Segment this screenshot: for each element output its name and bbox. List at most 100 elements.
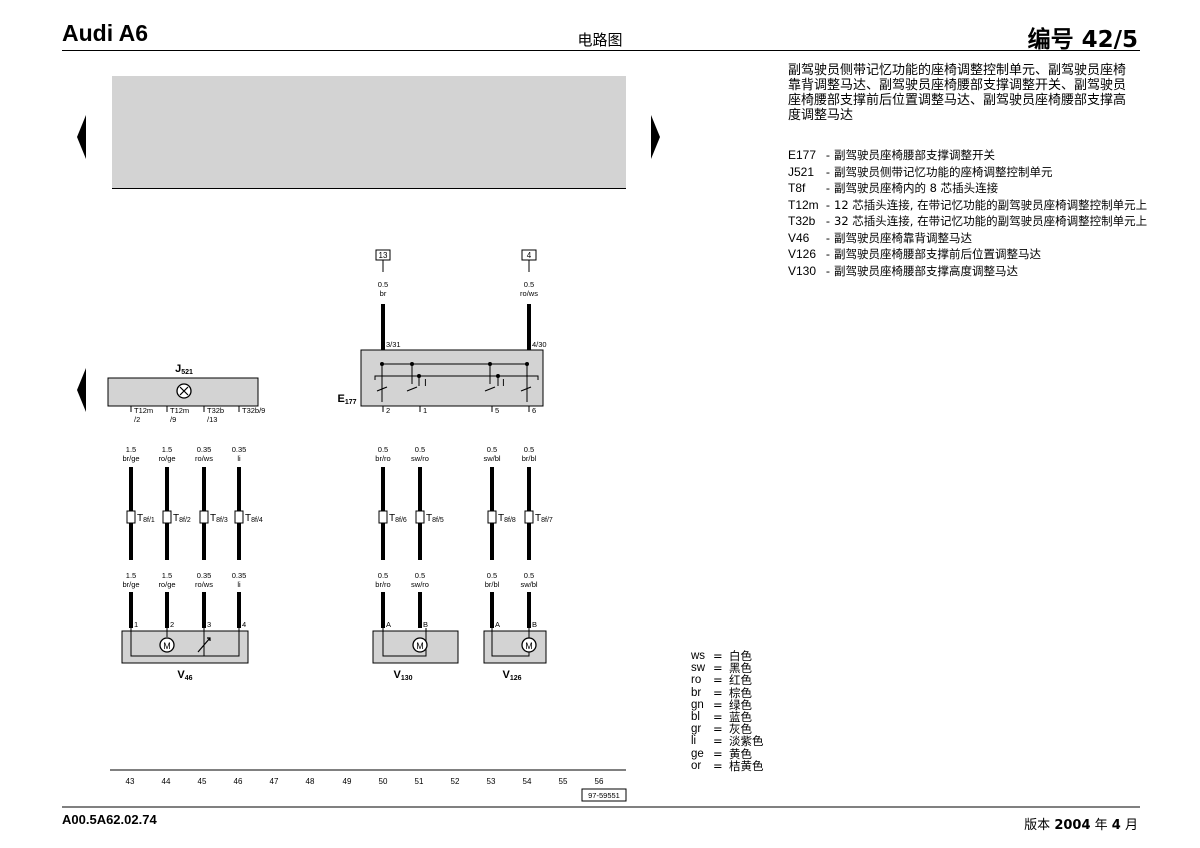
grid-number: 44: [162, 777, 171, 786]
wire-color-label: br/ro: [375, 454, 390, 463]
grid-number: 51: [415, 777, 424, 786]
fuse-ref-13-label: 13: [379, 251, 388, 260]
color-key-item: li=淡紫色: [691, 734, 764, 749]
motor-pin-label: A: [495, 620, 500, 629]
grid-number: 49: [343, 777, 352, 786]
grid-number: 50: [379, 777, 388, 786]
v126-label: V126: [502, 669, 521, 682]
wire-size-label: 0.5: [487, 445, 497, 454]
legend-item: V130-副驾驶员座椅腰部支撑高度调整马达: [788, 263, 1018, 278]
grid-number: 48: [306, 777, 315, 786]
wire-color-label: br/ge: [122, 454, 139, 463]
wire-size-label: 1.5: [162, 445, 172, 454]
legend-item: T12m-12 芯插头连接, 在带记忆功能的副驾驶员座椅调整控制单元上: [788, 197, 1148, 212]
pin-label: 6: [532, 406, 536, 415]
continuation-arrow-icon[interactable]: [77, 368, 86, 412]
grid-number: 54: [523, 777, 532, 786]
color-key-item: ws=白色: [691, 649, 752, 663]
wire-color-label: sw/ro: [411, 580, 429, 589]
brand-title: Audi A6: [62, 20, 149, 46]
diagram-description: 副驾驶员侧带记忆功能的座椅调整控制单元、副驾驶员座椅靠背调整马达、副驾驶员座椅腰…: [788, 63, 1127, 123]
wire-size-label: 0.5: [415, 571, 425, 580]
e177-switch: E177 I I: [337, 349, 544, 407]
grid-number: 47: [270, 777, 279, 786]
grid-number: 46: [234, 777, 243, 786]
v46-label: V46: [177, 669, 192, 682]
wire-size-label: 1.5: [126, 445, 136, 454]
color-key-item: or=桔黄色: [691, 758, 764, 773]
motor-pin-label: B: [423, 620, 428, 629]
pin-label: T12m: [134, 406, 153, 415]
motor-symbol: M: [525, 641, 533, 651]
wire-size-label: 0.5: [378, 571, 388, 580]
j521-unit: J521: [107, 363, 259, 407]
connector-label: T8f/1: [137, 513, 155, 524]
wire-color-label: sw/bl: [520, 580, 537, 589]
wire-color-label: li: [237, 580, 241, 589]
wire-size-label: 0.35: [197, 571, 212, 580]
connector-label: T8f/6: [389, 513, 407, 524]
figure-number: 97-59551: [588, 791, 620, 800]
fuse-ref-4-label: 4: [527, 251, 532, 260]
grid-number: 45: [198, 777, 207, 786]
color-key-item: ge=黄色: [691, 746, 752, 761]
motor-pin-label: 4: [242, 620, 246, 629]
pin-label: T32b/9: [242, 406, 265, 415]
motor-pin-label: 2: [170, 620, 174, 629]
wire-size-label: 1.5: [162, 571, 172, 580]
v46-motor: M V46: [121, 628, 249, 682]
legend-item: J521-副驾驶员侧带记忆功能的座椅调整控制单元: [788, 164, 1053, 179]
legend-item: V126-副驾驶员座椅腰部支撑前后位置调整马达: [788, 247, 1041, 261]
motor-symbol: M: [163, 641, 171, 651]
connector-label: T8f/5: [426, 513, 444, 524]
placeholder-panel: [112, 76, 626, 188]
wire-size-label: 1.5: [126, 571, 136, 580]
pin-label: 2: [386, 406, 390, 415]
wire-color-label: br/bl: [485, 580, 500, 589]
wire-color-label: ro/ge: [158, 454, 175, 463]
page-next-arrow-icon[interactable]: [651, 115, 660, 159]
color-key-item: gn=绿色: [691, 697, 752, 712]
v130-motor: M V130: [372, 628, 459, 682]
connector-label: T8f/7: [535, 513, 553, 524]
wire-size-label: 0.5: [524, 571, 534, 580]
legend-item: T32b-32 芯插头连接, 在带记忆功能的副驾驶员座椅调整控制单元上: [788, 214, 1148, 228]
e177-label: E177: [337, 393, 356, 406]
wire-color-label: ro/ws: [195, 580, 213, 589]
motor-pin-label: A: [386, 620, 391, 629]
wire-size-label: 0.5: [378, 445, 388, 454]
wire-size-label: 0.5: [415, 445, 425, 454]
page-subtitle: 电路图: [577, 31, 623, 49]
color-key-item: ro=红色: [691, 673, 752, 688]
legend-item: V46-副驾驶员座椅靠背调整马达: [788, 230, 972, 245]
wires-layer: 1.5br/geT8f/11.5br/ge1T12m/21.5ro/geT8f/…: [122, 406, 553, 629]
wire-color-label: br/ro: [375, 580, 390, 589]
wire-size-label: 0.5: [378, 280, 388, 289]
figure-number-box: [581, 788, 627, 802]
wire-size-label: 0.5: [487, 571, 497, 580]
panel-rule: [112, 188, 626, 189]
color-key-item: sw=黑色: [691, 661, 752, 676]
wire-color-label: br/ge: [122, 580, 139, 589]
grid-number: 52: [451, 777, 460, 786]
wire-size-label: 0.5: [524, 280, 534, 289]
pin-label: T12m: [170, 406, 189, 415]
pin-label: /2: [134, 415, 140, 424]
motor-pin-label: 1: [134, 620, 138, 629]
wire-color-label: sw/ro: [411, 454, 429, 463]
page-prev-arrow-icon[interactable]: [77, 115, 86, 159]
header-rule: [62, 50, 1140, 51]
component-legend: E177-副驾驶员座椅腰部支撑调整开关 J521-副驾驶员侧带记忆功能的座椅调整…: [788, 147, 1148, 279]
svg-text:I: I: [502, 378, 505, 389]
wire-color-label: sw/bl: [483, 454, 500, 463]
svg-text:I: I: [424, 378, 427, 389]
grid-number: 43: [126, 777, 135, 786]
wire-size-label: 0.5: [524, 445, 534, 454]
page-number: 编号 42/5: [1027, 27, 1138, 53]
